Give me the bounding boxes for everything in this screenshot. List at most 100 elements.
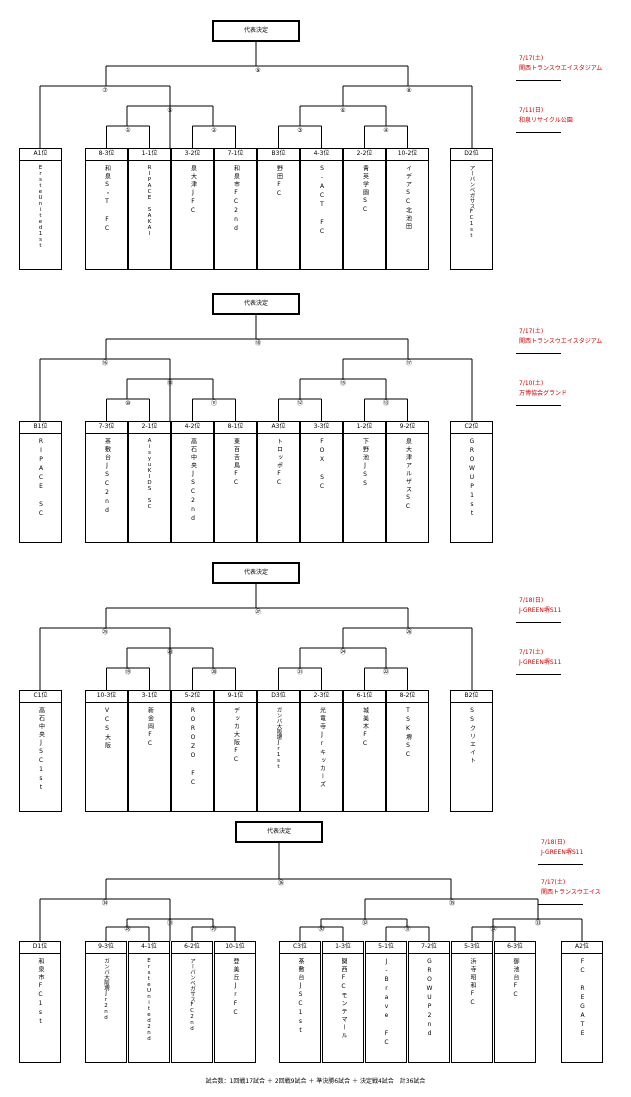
r1-match-label: ㉘	[124, 926, 131, 933]
team-column: D2位アーバンベガサスFC1st	[450, 148, 493, 270]
schedule-divider	[516, 80, 561, 81]
team-rank: 2-3位	[301, 691, 342, 703]
r1-match-label: ⑪	[210, 400, 217, 407]
team-name: 関西FCモンテマール	[340, 958, 347, 1040]
team-name: イデアSC北池田	[404, 165, 412, 231]
team-column: 4-2位高石中央JSC2nd	[171, 421, 214, 543]
r1-match-label: ①	[125, 127, 131, 134]
semi-match-label: ⑰	[405, 360, 412, 367]
bracket-title: 代表決定	[212, 562, 300, 584]
schedule-entry: 7/10(土) 万博協会グランド	[519, 379, 567, 399]
team-name: ErsteUnited1st	[37, 165, 44, 249]
team-name: ErsteUnited2nd	[146, 958, 152, 1042]
team-rank: A1位	[20, 149, 61, 161]
team-rank: D3位	[258, 691, 299, 703]
team-rank: 9-3位	[86, 942, 126, 954]
r1-match-label: ㉑	[296, 669, 303, 676]
qf-match-label: ㉝	[534, 920, 541, 927]
team-rank: 2-1位	[129, 422, 170, 434]
schedule-divider	[538, 864, 583, 865]
team-rank: 6-2位	[172, 942, 212, 954]
team-rank: C1位	[20, 691, 61, 703]
semi-match-label: ㉖	[405, 629, 412, 636]
r1-match-label: ㉛	[404, 926, 411, 933]
team-name: 高石中央JSC2nd	[189, 438, 197, 524]
qf-match-label: ㉓	[166, 649, 173, 656]
team-rank: 9-2位	[387, 422, 428, 434]
match-venue: 関西トランスウエイスタジアム	[519, 338, 603, 345]
schedule-entry: 7/17(土) 関西トランスウエイス	[541, 878, 601, 898]
team-rank: 7-3位	[86, 422, 127, 434]
team-name: 下野池JSS	[361, 438, 369, 489]
team-column: 9-1位デッカ大阪FC	[214, 690, 257, 812]
team-column: 2-3位光竜寺Jrキッカーズ	[300, 690, 343, 812]
team-rank: 2-2位	[344, 149, 385, 161]
team-name: AisyuKIDS SC	[146, 438, 153, 510]
match-date: 7/18(日)	[519, 597, 544, 604]
team-rank: D2位	[451, 149, 492, 161]
schedule-divider	[538, 904, 583, 905]
team-rank: 9-1位	[215, 691, 256, 703]
team-column: 9-3位ガンバ大阪堺Jr2nd	[85, 941, 127, 1063]
qf-match-label: ⑮	[339, 380, 346, 387]
team-column: 7-1位和泉市FC2nd	[214, 148, 257, 270]
r1-match-label: ㉜	[490, 926, 497, 933]
team-rank: B2位	[451, 691, 492, 703]
final-match-label: ㉗	[254, 609, 261, 616]
team-name: GROWUP2nd	[426, 958, 433, 1039]
qf-match-label: ㉜	[361, 920, 368, 927]
team-name: 浜寺昭和FC	[469, 958, 476, 1008]
team-name: 茶敷台JSC1st	[297, 958, 304, 1036]
match-date: 7/10(土)	[519, 380, 544, 387]
r1-match-label: ③	[297, 127, 303, 134]
team-rank: 8-2位	[387, 691, 428, 703]
final-match-label: ⑱	[254, 340, 261, 347]
semi-match-label: ㉞	[101, 900, 108, 907]
team-rank: 3-3位	[301, 422, 342, 434]
bracket-title: 代表決定	[212, 293, 300, 315]
r1-match-label: ②	[211, 127, 217, 134]
team-name: FC REGATE	[579, 958, 586, 1039]
team-rank: 10-3位	[86, 691, 127, 703]
bracket-title: 代表決定	[212, 20, 300, 42]
team-name: 和泉市FC1st	[37, 958, 44, 1027]
team-name: トロッポFC	[275, 438, 283, 488]
match-date: 7/17(土)	[519, 328, 544, 335]
team-name: 城美木FC	[361, 707, 369, 749]
qf-match-label: ⑤	[167, 107, 173, 114]
team-rank: 1-1位	[129, 149, 170, 161]
team-column: C3位茶敷台JSC1st	[279, 941, 321, 1063]
team-name: VCS大阪	[103, 707, 111, 750]
semi-match-label: ㉕	[101, 629, 108, 636]
match-date: 7/18(日)	[541, 839, 566, 846]
team-rank: A2位	[562, 942, 602, 954]
match-venue: 万博協会グランド	[519, 390, 568, 397]
team-column: 8-1位東百舌鳥FC	[214, 421, 257, 543]
schedule-entry: 7/18(日)J-GREEN堺S11	[519, 596, 561, 616]
team-name: 茶敷台JSC2nd	[103, 438, 111, 516]
match-venue: 関西トランスウエイス	[541, 889, 601, 896]
team-name: ガンバ大阪堺Jr1st	[275, 707, 282, 770]
team-column: 3-2位泉大津JFC	[171, 148, 214, 270]
team-rank: 4-3位	[301, 149, 342, 161]
schedule-entry: 7/11(日)和泉リサイクル公園	[519, 106, 573, 126]
team-column: 7-3位茶敷台JSC2nd	[85, 421, 128, 543]
team-name: S-ACT FC	[318, 165, 326, 237]
r1-match-label: ⑫	[296, 400, 303, 407]
schedule-divider	[516, 132, 561, 133]
team-name: 泉大津アルザスSC	[404, 438, 412, 512]
team-column: A2位 FC REGATE	[561, 941, 603, 1063]
team-name: J-Brave FC	[383, 958, 390, 1048]
match-date: 7/17(土)	[519, 55, 544, 62]
team-name: 和泉S・T FC	[103, 165, 111, 234]
team-name: 青英学園SC	[361, 165, 369, 215]
team-name: 御池台FC	[512, 958, 519, 1000]
match-date: 7/17(土)	[541, 879, 566, 886]
team-column: 8-3位和泉S・T FC	[85, 148, 128, 270]
match-count-footer: 試合数：1回戦17試合 ＋ 2回戦9試合 ＋ 準決勝6試合 ＋ 決定戦4試合 計…	[205, 1078, 426, 1085]
team-name: 野田FC	[275, 165, 283, 199]
schedule-entry: 7/17(土)J-GREEN堺S11	[519, 648, 561, 668]
